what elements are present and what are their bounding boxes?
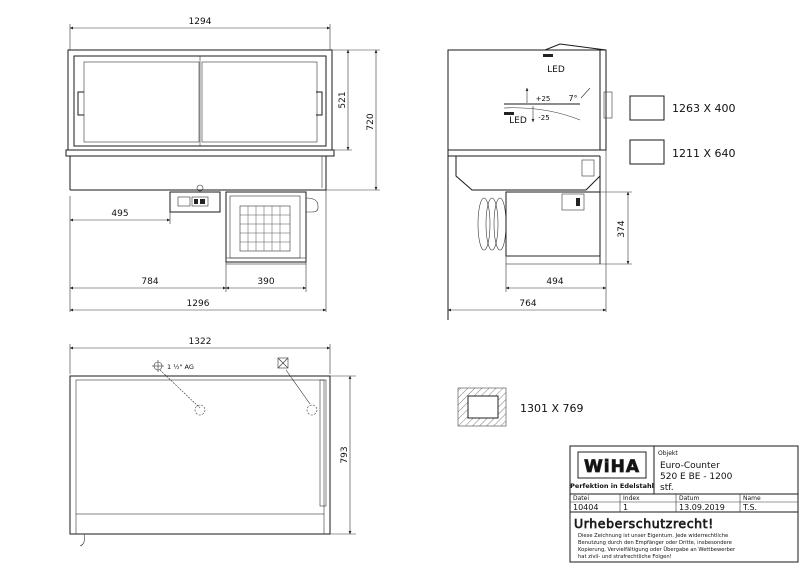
header-file: Datei bbox=[573, 495, 589, 502]
handle-left bbox=[77, 91, 84, 116]
object-label: Objekt bbox=[658, 450, 678, 457]
value-date: 13.09.2019 bbox=[679, 503, 725, 512]
vent-square bbox=[277, 357, 289, 369]
plan-outline bbox=[69, 375, 331, 535]
cutout-box-2 bbox=[629, 139, 665, 165]
installation-cutout-label: 1301 X 769 bbox=[520, 402, 584, 415]
cutout-opening bbox=[467, 395, 499, 419]
copyright-line-4: hat zivil- und strafrechtliche Folgen! bbox=[578, 554, 672, 560]
copyright-line-2: Benutzung durch den Empfänger oder Dritt… bbox=[578, 540, 732, 546]
led-label-mid: LED bbox=[509, 116, 527, 126]
shelf-minus: -25 bbox=[538, 114, 549, 122]
dim-depth-total: 764 bbox=[519, 299, 536, 309]
control-panel bbox=[169, 191, 221, 213]
header-index: Index bbox=[623, 495, 640, 502]
dim-width-top: 1294 bbox=[189, 17, 212, 27]
condenser-grid bbox=[239, 205, 291, 252]
side-view: LED LED +25 -25 7° 374 49 bbox=[447, 43, 632, 320]
logo-tagline: Perfektion in Edelstahl bbox=[570, 482, 654, 490]
company-logo bbox=[577, 451, 647, 479]
drain-label: 1 ½" AG bbox=[167, 363, 194, 371]
dim-height-unit: 374 bbox=[617, 220, 627, 237]
dim-height-glass: 521 bbox=[338, 91, 348, 108]
cutout-label-2: 1211 X 640 bbox=[672, 147, 736, 160]
dim-offset-left: 495 bbox=[111, 209, 128, 219]
value-name: T.S. bbox=[742, 503, 757, 512]
copyright-line-1: Diese Zeichnung ist unser Eigentum. Jede… bbox=[578, 533, 728, 539]
front-view: 1294 521 720 bbox=[65, 17, 380, 312]
glass-panel-right bbox=[201, 61, 318, 143]
drain-hole-right bbox=[306, 404, 318, 416]
object-line-2: 520 E BE - 1200 bbox=[660, 472, 733, 482]
shelf-plus: +25 bbox=[536, 95, 551, 103]
drain-hole-left bbox=[194, 404, 206, 416]
logo-text: WiHA bbox=[584, 457, 640, 477]
handle-right bbox=[316, 91, 323, 116]
title-block: WiHA Perfektion in Edelstahl Objekt Euro… bbox=[569, 445, 799, 563]
object-line-1: Euro-Counter bbox=[660, 461, 720, 471]
dim-plan-depth: 793 bbox=[340, 446, 350, 463]
dim-plan-width: 1322 bbox=[189, 337, 212, 347]
dim-width-left: 784 bbox=[141, 277, 158, 287]
cooling-unit bbox=[225, 191, 307, 263]
glass-panel-left bbox=[83, 61, 200, 143]
value-file: 10404 bbox=[573, 503, 598, 512]
header-date: Datum bbox=[679, 495, 699, 502]
value-index: 1 bbox=[623, 503, 628, 512]
installation-cutout: 1301 X 769 bbox=[457, 387, 584, 427]
cutout-label-1: 1263 X 400 bbox=[672, 102, 736, 115]
object-line-3: stf. bbox=[660, 483, 674, 493]
cutout-box-1 bbox=[629, 95, 665, 121]
header-name: Name bbox=[743, 495, 761, 502]
shelf-angle: 7° bbox=[568, 94, 577, 103]
dim-height-total: 720 bbox=[366, 113, 376, 130]
dim-width-unit: 390 bbox=[257, 277, 274, 287]
condenser-coil bbox=[477, 197, 507, 251]
led-label-top: LED bbox=[547, 65, 565, 75]
drain-icon bbox=[152, 360, 164, 372]
dim-width-bottom: 1296 bbox=[187, 299, 210, 309]
plan-view: 1322 1 ½" AG 793 bbox=[69, 337, 356, 547]
copyright-title: Urheberschutzrecht! bbox=[574, 516, 714, 531]
dim-depth-unit: 494 bbox=[546, 277, 563, 287]
side-unit bbox=[505, 191, 601, 257]
copyright-line-3: Kopierung, Vervielfältigung oder Übergab… bbox=[578, 546, 736, 553]
cutout-list: 1263 X 400 1211 X 640 bbox=[629, 95, 736, 165]
